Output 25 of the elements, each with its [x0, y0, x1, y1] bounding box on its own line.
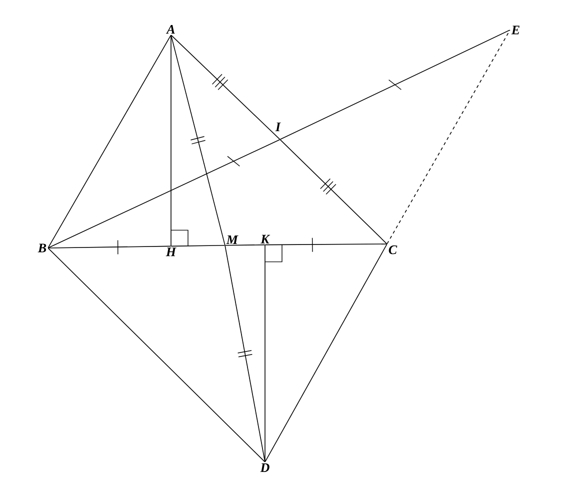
line-segment	[170, 34, 226, 246]
line-segment	[386, 30, 510, 244]
line-segment	[280, 30, 510, 140]
line-segment	[224, 245, 266, 462]
point-label: H	[166, 248, 176, 256]
line-segment	[48, 246, 172, 248]
line-segment	[280, 139, 388, 244]
line-segment	[264, 244, 266, 462]
point-label: C	[388, 245, 398, 254]
point-label: I	[275, 122, 281, 132]
point-label: E	[511, 26, 520, 34]
line-segment	[48, 248, 266, 462]
line-segment	[48, 139, 280, 248]
line-segment	[48, 34, 172, 248]
point-label: D	[260, 463, 270, 472]
point-label: B	[38, 244, 46, 252]
line-segment	[264, 244, 388, 246]
line-segment	[224, 244, 266, 246]
point-label: M	[226, 235, 238, 244]
line-segment	[264, 244, 388, 462]
line-segment	[170, 34, 280, 140]
point-label: A	[166, 25, 175, 34]
point-label: K	[260, 234, 270, 244]
line-segment	[170, 34, 172, 246]
line-segment	[170, 245, 226, 247]
